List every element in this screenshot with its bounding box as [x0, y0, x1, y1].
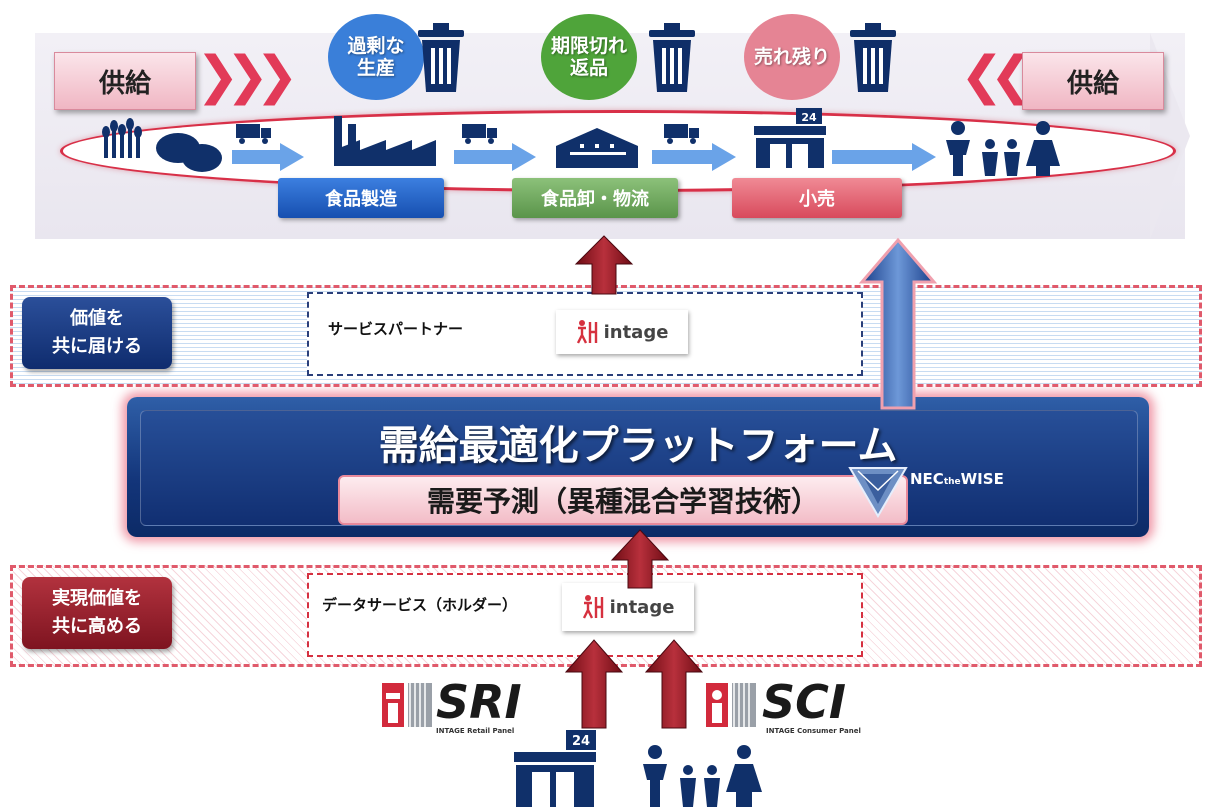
waste-expired-line1: 期限切れ — [550, 35, 627, 57]
truck-arrow-3 — [652, 124, 736, 171]
nec-the-wise-logo-icon — [848, 460, 908, 518]
waste-expired-circle: 期限切れ 返品 — [541, 14, 637, 100]
truck-arrow-1 — [232, 124, 304, 171]
arrow-consumers-to-holder — [644, 639, 704, 729]
holder-tag-line1: 実現価値を — [52, 588, 142, 609]
sci-consumer-icon — [706, 683, 756, 727]
intage-logo-partner: intage — [556, 310, 688, 354]
bottom-family-icon — [643, 745, 762, 807]
arrow-holder-to-platform — [610, 529, 670, 589]
platform-subtitle: 需要予測（異種混合学習技術） — [426, 485, 819, 518]
supply-left-label: 供給 — [54, 52, 196, 110]
intage-mark-icon — [576, 320, 597, 344]
data-holder-label: データサービス（ホルダー） — [322, 596, 518, 614]
convenience-store-icon — [754, 108, 826, 168]
sri-store-icon — [382, 683, 432, 727]
brand-nec: NEC — [910, 470, 944, 488]
sri-caption: INTAGE Retail Panel — [436, 727, 515, 735]
store-number-top: 24 — [801, 111, 817, 124]
holder-tag: 実現価値を 共に高める — [22, 577, 172, 649]
waste-expired-line2: 返品 — [569, 57, 608, 79]
waste-overproduction-circle: 過剰な 生産 — [328, 14, 424, 100]
sci-caption: INTAGE Consumer Panel — [766, 727, 861, 735]
trash-can-icon-1 — [418, 23, 464, 92]
waste-unsold-circle: 売れ残り — [744, 14, 840, 100]
intage-mark-icon — [582, 595, 603, 619]
truck-arrow-2 — [454, 124, 536, 171]
intage-logo-partner-text: intage — [603, 321, 669, 343]
tomato-icon — [156, 133, 222, 172]
platform-title: 需給最適化プラットフォーム — [378, 423, 898, 469]
arrow-store-to-holder — [564, 639, 624, 729]
partner-tag-line2: 共に届ける — [52, 336, 142, 357]
stage-wholesale-logistics: 食品卸・物流 — [512, 178, 678, 218]
intage-logo-holder: intage — [562, 583, 694, 631]
sri-name: SRI — [436, 675, 522, 729]
stage-food-manufacturing: 食品製造 — [278, 178, 444, 218]
stage-retail: 小売 — [732, 178, 902, 218]
trash-can-icon-2 — [649, 23, 695, 92]
store-number-bottom: 24 — [572, 734, 590, 749]
service-partner-label: サービスパートナー — [328, 320, 464, 338]
waste-unsold-line1: 売れ残り — [753, 46, 830, 68]
partner-tag-line1: 価値を — [70, 308, 124, 329]
waste-overproduction-line2: 生産 — [356, 57, 395, 79]
brand-the: the — [943, 477, 961, 487]
factory-icon — [334, 116, 436, 166]
waste-overproduction-line1: 過剰な — [347, 35, 405, 57]
warehouse-icon — [556, 128, 638, 168]
brand-wise: WISE — [960, 470, 1004, 488]
stage-retail-label: 小売 — [799, 189, 835, 210]
arrow-partner-to-wholesale — [574, 235, 634, 295]
partner-tag: 価値を 共に届ける — [22, 297, 172, 369]
platform-subtitle-box: 需要予測（異種混合学習技術） — [338, 475, 908, 525]
trash-can-icon-3 — [850, 23, 896, 92]
nec-the-wise-brand: NECtheWISE — [910, 470, 1004, 488]
bottom-store-icon — [514, 730, 596, 807]
sci-name: SCI — [762, 675, 847, 729]
sci-logo: SCI INTAGE Consumer Panel — [706, 675, 886, 739]
stage-wholesale-logistics-label: 食品卸・物流 — [541, 189, 649, 210]
sri-logo: SRI INTAGE Retail Panel — [382, 675, 542, 739]
stage-food-manufacturing-label: 食品製造 — [325, 189, 397, 210]
intage-logo-holder-text: intage — [609, 596, 675, 618]
supply-left-chevrons: ❯❯❯ — [196, 46, 299, 106]
holder-tag-line2: 共に高める — [52, 616, 142, 637]
family-icon — [946, 121, 1060, 176]
wheat-icon — [102, 118, 142, 158]
arrow-to-consumers — [832, 143, 936, 171]
supply-right-label: 供給 — [1022, 52, 1164, 110]
arrow-platform-to-retail — [858, 237, 938, 410]
